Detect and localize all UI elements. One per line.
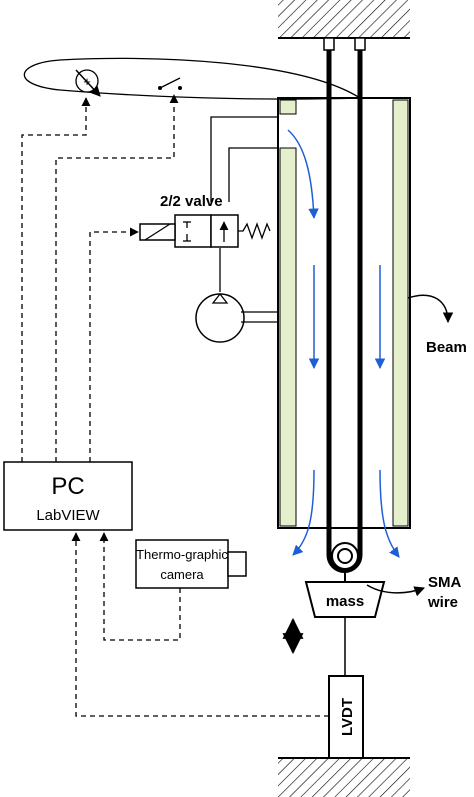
beam-housing <box>277 97 411 529</box>
solenoid-icon <box>139 223 176 241</box>
valve-label: 2/2 valve <box>160 193 223 210</box>
sma-wire <box>326 50 363 573</box>
heating-circuit <box>23 57 361 100</box>
spring-icon <box>238 222 271 240</box>
switch-icon <box>158 77 182 90</box>
bottom-ground-support <box>278 757 410 797</box>
beam-callout: Beam <box>407 294 467 356</box>
signal-lines <box>21 94 329 717</box>
pc-subtitle: LabVIEW <box>36 507 100 524</box>
mass-label: mass <box>326 593 364 610</box>
coolant-flow-arrows <box>287 129 400 558</box>
pulley-icon <box>331 542 359 570</box>
sma-label-line1: SMA <box>428 574 462 591</box>
power-source-icon: + <box>75 69 101 97</box>
pump-icon <box>195 292 278 343</box>
pc-title: PC <box>51 473 84 500</box>
pc-labview-box: PC LabVIEW <box>3 461 133 531</box>
fluid-lines <box>210 116 278 292</box>
lvdt-sensor: LVDT <box>328 675 364 759</box>
valve-2-2: 2/2 valve <box>160 193 239 248</box>
top-ground-support <box>278 0 410 39</box>
mass-block: mass <box>304 569 386 676</box>
thermographic-camera: Thermo-graphic camera <box>135 539 247 589</box>
camera-label-line2: camera <box>160 567 204 582</box>
sma-label-line2: wire <box>427 594 458 611</box>
wire-clamps <box>323 37 366 51</box>
camera-label-line1: Thermo-graphic <box>136 547 228 562</box>
sma-wire-callout: SMA wire <box>366 574 462 611</box>
lvdt-label: LVDT <box>339 698 356 736</box>
beam-label: Beam <box>426 339 467 356</box>
